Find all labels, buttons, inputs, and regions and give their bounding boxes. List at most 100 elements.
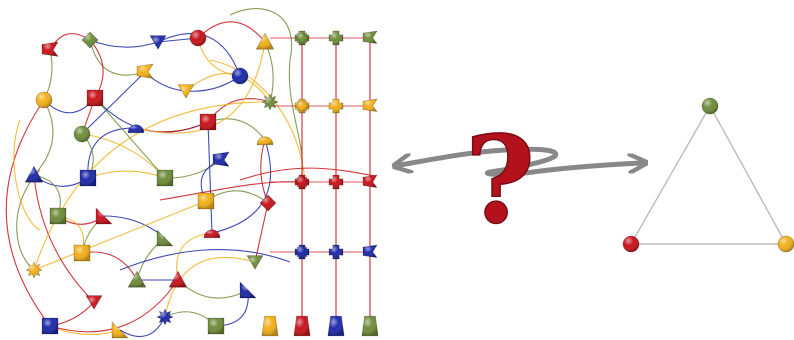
triangle-edge xyxy=(630,105,711,245)
network-node xyxy=(197,192,215,210)
network-edge xyxy=(185,72,271,103)
network-node xyxy=(149,35,167,50)
network-edge xyxy=(197,21,266,43)
network-edge xyxy=(103,215,166,239)
network-edge xyxy=(119,316,166,338)
network-node xyxy=(85,295,103,310)
grid-node xyxy=(328,244,344,260)
network-node xyxy=(41,41,59,57)
network-node xyxy=(25,261,43,279)
network-node xyxy=(81,31,99,49)
network-node xyxy=(255,32,275,50)
network-edge xyxy=(164,256,256,318)
network-node xyxy=(231,67,249,85)
network-edges xyxy=(5,8,376,338)
grid-lines xyxy=(270,37,372,326)
network-edge xyxy=(229,8,303,183)
grid-node xyxy=(294,98,310,114)
network-node xyxy=(49,207,67,225)
network-edge xyxy=(176,232,213,281)
triangle-edges xyxy=(630,105,787,245)
network-nodes xyxy=(24,29,379,339)
triangle-nodes xyxy=(622,97,794,253)
network-edge xyxy=(94,97,166,179)
grid-node xyxy=(261,315,279,337)
grid-node xyxy=(362,98,378,112)
network-node xyxy=(86,89,104,107)
triangle-node-right xyxy=(777,235,794,253)
network-edge xyxy=(239,167,376,181)
network-edge xyxy=(94,97,209,133)
network-node xyxy=(203,229,221,239)
question-mark: ? xyxy=(465,110,535,251)
network-edge xyxy=(185,75,241,92)
network-edge xyxy=(16,169,41,271)
grid-node xyxy=(294,244,310,260)
network-edge xyxy=(33,200,207,271)
grid-node xyxy=(361,315,379,337)
network-edge xyxy=(49,279,179,333)
network-node xyxy=(199,113,217,131)
network-edge xyxy=(89,39,146,76)
triangle-edge xyxy=(709,105,787,245)
complex-network xyxy=(5,8,379,339)
network-node xyxy=(259,194,277,212)
network-node xyxy=(156,308,174,326)
network-node xyxy=(73,125,91,143)
grid-node xyxy=(327,315,345,337)
network-node xyxy=(177,84,195,99)
grid-node xyxy=(293,315,311,337)
network-node xyxy=(79,169,97,187)
network-node xyxy=(127,270,147,288)
network-node xyxy=(261,93,279,111)
network-edge xyxy=(207,118,266,141)
triangle-node-top xyxy=(701,97,719,115)
network-node xyxy=(189,29,207,47)
network-node xyxy=(127,124,145,134)
network-edge xyxy=(5,99,51,327)
network-edge xyxy=(119,249,291,271)
network-node xyxy=(136,63,154,79)
network-edge xyxy=(13,119,41,231)
network-node xyxy=(168,270,188,288)
network-edge xyxy=(205,190,269,204)
grid-node xyxy=(294,174,310,190)
grid-node xyxy=(362,244,378,258)
network-node xyxy=(256,136,274,146)
triangle-node-left xyxy=(622,235,640,253)
network-node xyxy=(41,317,59,335)
grid-node xyxy=(294,30,310,46)
grid-node xyxy=(362,174,378,188)
network-edge xyxy=(33,101,271,271)
triangle-graph xyxy=(622,97,794,253)
double-arrow xyxy=(400,146,640,178)
network-node xyxy=(156,169,174,187)
network-node xyxy=(111,321,129,339)
network-edge xyxy=(207,121,213,234)
network-edge xyxy=(89,39,159,48)
network-node xyxy=(35,91,53,109)
grid-node xyxy=(362,30,378,44)
network-node xyxy=(207,317,225,335)
network-edge xyxy=(177,279,249,299)
grid-node xyxy=(328,174,344,190)
grid-node xyxy=(328,98,344,114)
network-edge xyxy=(87,127,137,179)
grid-node xyxy=(328,30,344,46)
network-node xyxy=(95,207,113,225)
network-node xyxy=(156,229,174,247)
network-edge xyxy=(157,33,241,77)
network-node xyxy=(212,151,230,167)
arrow-shaft-scribble xyxy=(400,146,640,178)
network-edge xyxy=(33,99,54,176)
network-node xyxy=(73,244,91,262)
network-node xyxy=(24,165,44,183)
network-edge xyxy=(81,71,146,135)
network-node xyxy=(239,281,257,299)
network-edge xyxy=(135,41,266,134)
network-edge xyxy=(264,41,274,103)
network-edge xyxy=(33,174,95,303)
network-node xyxy=(246,255,264,270)
network-edge xyxy=(87,170,166,179)
